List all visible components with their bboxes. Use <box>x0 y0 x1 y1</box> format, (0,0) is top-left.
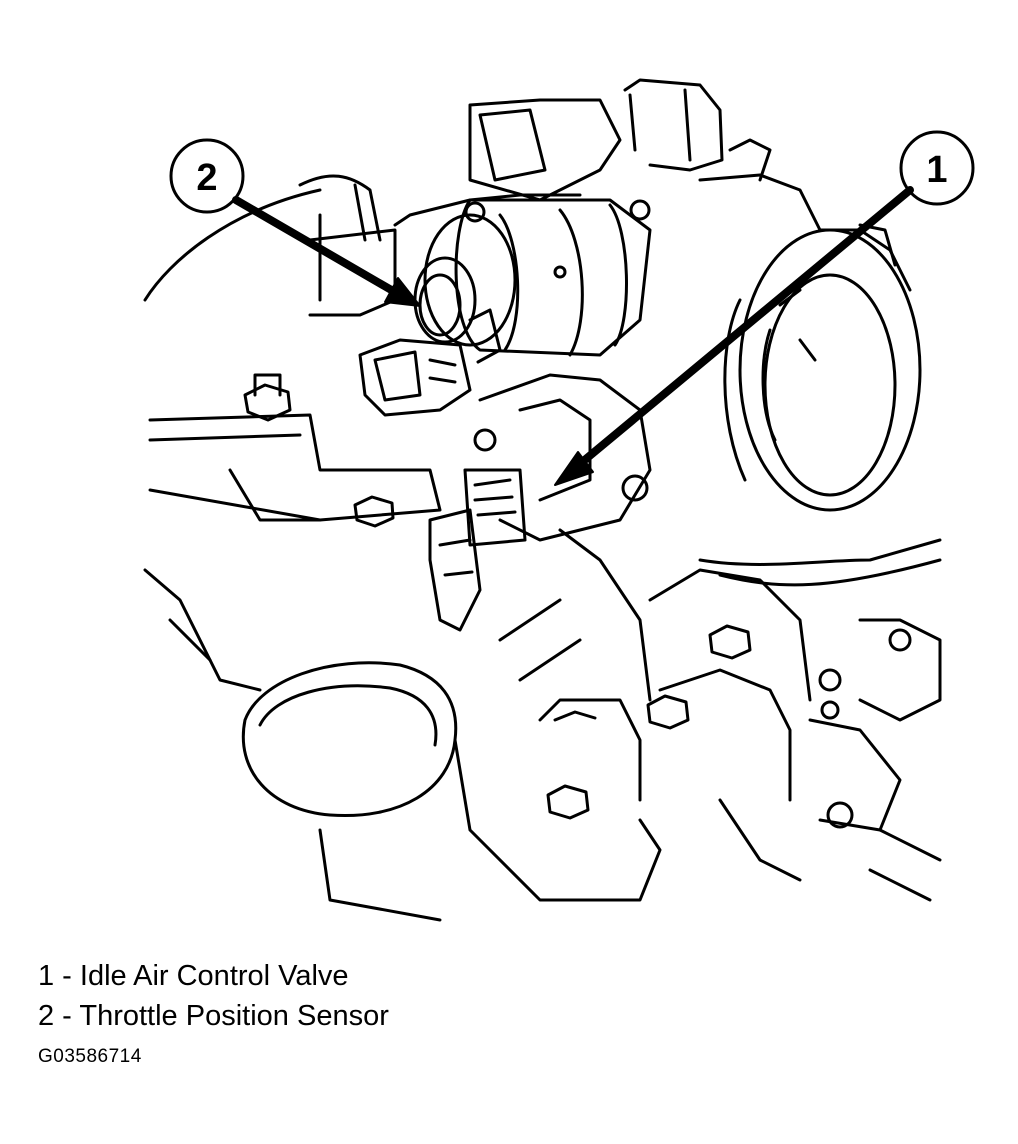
legend: 1 - Idle Air Control Valve 2 - Throttle … <box>38 956 389 1036</box>
callout-1 <box>554 130 975 486</box>
idle-air-control-valve-body <box>413 198 652 357</box>
figure-id: G03586714 <box>38 1046 142 1067</box>
throttle-body-housing <box>143 78 912 317</box>
legend-item-idle-air-control-valve: 1 - Idle Air Control Valve <box>38 960 349 992</box>
intake-opening <box>723 223 922 512</box>
engine-lower-parts <box>143 528 942 922</box>
engine-component-illustration: 2 1 <box>143 78 975 922</box>
callout-1-label: 1 <box>926 149 947 191</box>
callout-2 <box>169 138 421 307</box>
callout-2-label: 2 <box>196 157 217 199</box>
upper-connector <box>358 308 502 417</box>
mounting-bracket <box>148 373 442 528</box>
legend-item-throttle-position-sensor: 2 - Throttle Position Sensor <box>38 1000 389 1032</box>
sensor-body <box>428 373 652 632</box>
